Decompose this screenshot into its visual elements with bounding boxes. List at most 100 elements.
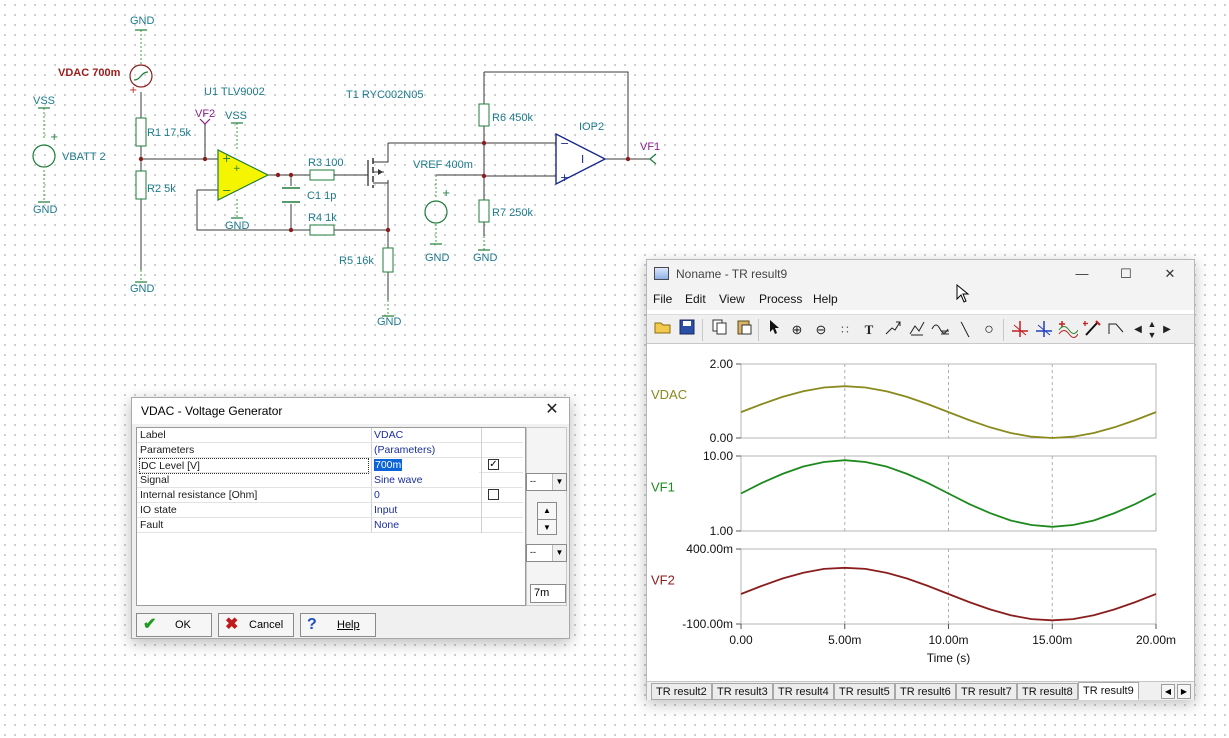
label-c1: C1 1p — [307, 190, 336, 202]
mosfet-t1[interactable] — [367, 143, 389, 188]
prop-value[interactable]: VDAC — [371, 428, 479, 442]
prop-key: Fault — [140, 519, 164, 531]
nav-up-icon[interactable]: ▲ — [1147, 319, 1157, 329]
dc-level-checkbox[interactable]: ✓ — [488, 459, 499, 470]
pointer-icon[interactable] — [763, 319, 785, 341]
nav-left-icon[interactable]: ◀ — [1134, 324, 1142, 335]
text-tool-icon[interactable]: T — [864, 322, 874, 337]
prop-value[interactable]: 0 — [371, 488, 479, 502]
tab-tr-result4[interactable]: TR result4 — [773, 683, 834, 700]
side-combo-top[interactable]: -- ▼ — [526, 473, 567, 491]
graph-window: Noname - TR result9 — ☐ ✕ File Edit View… — [646, 259, 1195, 700]
toolbar-separator — [1003, 319, 1004, 341]
tab-tr-result8[interactable]: TR result8 — [1017, 683, 1078, 700]
capacitor-c1[interactable] — [282, 187, 300, 203]
prop-check-cell — [481, 428, 505, 443]
menu-help[interactable]: Help — [813, 292, 838, 306]
opamp-u1[interactable]: + − + — [217, 149, 270, 201]
probe-icon[interactable] — [1081, 319, 1103, 341]
cursor-b-icon[interactable] — [1033, 319, 1055, 341]
side-spinner[interactable]: ▲ ▼ — [537, 502, 557, 535]
zoom-in-icon[interactable]: ⊕ — [791, 322, 803, 337]
help-button-label: Help — [337, 619, 360, 631]
waveform-label-icon[interactable] — [930, 319, 952, 341]
tab-tr-result5[interactable]: TR result5 — [834, 683, 895, 700]
prop-row-label[interactable]: Label VDAC — [137, 428, 523, 443]
tab-scroll-left-icon[interactable]: ◀ — [1161, 684, 1175, 699]
add-curve-icon[interactable] — [1057, 319, 1079, 341]
curve-tool-icon[interactable] — [882, 319, 904, 341]
menu-file[interactable]: File — [653, 292, 673, 306]
tab-tr-result7[interactable]: TR result7 — [956, 683, 1017, 700]
tab-tr-result3[interactable]: TR result3 — [712, 683, 773, 700]
spin-up-icon[interactable]: ▲ — [543, 506, 551, 515]
mouse-cursor-icon — [956, 284, 970, 303]
dialog-title-bar[interactable]: VDAC - Voltage Generator ✕ — [132, 398, 569, 424]
grid-dots-icon[interactable]: ∷ — [841, 323, 849, 337]
vref-source[interactable]: + — [424, 188, 450, 224]
menu-edit[interactable]: Edit — [685, 292, 706, 306]
series-line-vf2 — [740, 566, 1157, 622]
label-r5: R5 16k — [339, 255, 374, 267]
prop-row-fault[interactable]: Fault None — [137, 518, 523, 533]
dc-level-input[interactable]: 700m — [371, 458, 479, 473]
save-icon[interactable] — [676, 319, 698, 341]
open-folder-icon[interactable] — [652, 319, 674, 341]
paste-icon[interactable] — [733, 319, 755, 341]
prop-row-dc-level[interactable]: DC Level [V] 700m ✓ — [137, 458, 523, 474]
resistors[interactable] — [135, 103, 490, 273]
minimize-icon[interactable]: — — [1075, 266, 1089, 281]
transient-chart[interactable]: 2.000.00VDAC10.001.00VF1400.00m-100.00mV… — [647, 346, 1194, 682]
spin-down-icon[interactable]: ▼ — [538, 519, 556, 535]
help-button[interactable]: ? Help — [300, 613, 376, 637]
step-response-icon[interactable] — [1105, 319, 1127, 341]
x-tick-label: 5.00m — [828, 633, 861, 647]
vdac-source[interactable]: + — [129, 64, 153, 96]
prop-row-io-state[interactable]: IO state Input — [137, 503, 523, 518]
tab-tr-result9[interactable]: TR result9 — [1078, 682, 1139, 700]
property-table: Label VDAC Parameters (Parameters) DC Le… — [136, 427, 526, 606]
dialog-side-panel: -- ▼ ▲ ▼ -- ▼ 7m — [526, 427, 567, 606]
tab-scroll-right-icon[interactable]: ▶ — [1177, 684, 1191, 699]
tab-tr-result6[interactable]: TR result6 — [895, 683, 956, 700]
opamp-iop2[interactable]: − + I — [555, 132, 607, 186]
zoom-out-icon[interactable]: ⊖ — [815, 322, 827, 337]
menu-view[interactable]: View — [719, 292, 745, 306]
curve-fit-icon[interactable] — [906, 319, 928, 341]
prop-row-signal[interactable]: Signal Sine wave — [137, 473, 523, 488]
nav-right-icon[interactable]: ▶ — [1163, 324, 1171, 335]
prop-value[interactable]: None — [371, 518, 479, 532]
ok-button[interactable]: ✔ OK — [136, 613, 212, 637]
line-tool-icon[interactable]: ╲ — [961, 322, 969, 337]
prop-row-parameters[interactable]: Parameters (Parameters) — [137, 443, 523, 458]
graph-title-bar[interactable]: Noname - TR result9 — ☐ ✕ — [647, 260, 1194, 288]
cancel-button[interactable]: ✖ Cancel — [218, 613, 294, 637]
nav-down-icon[interactable]: ▼ — [1147, 330, 1157, 340]
cursor-a-icon[interactable] — [1009, 319, 1031, 341]
y-tick-label: -100.00m — [682, 617, 733, 631]
nav-updown-icon[interactable]: ▲ ▼ — [1145, 319, 1159, 341]
circle-tool-icon[interactable]: ○ — [984, 321, 994, 338]
menu-process[interactable]: Process — [759, 292, 803, 306]
maximize-icon[interactable]: ☐ — [1120, 266, 1132, 281]
prop-value[interactable]: (Parameters) — [371, 443, 479, 457]
prop-value[interactable]: Input — [371, 503, 479, 517]
x-tick-label: 10.00m — [928, 633, 968, 647]
prop-row-internal-resistance[interactable]: Internal resistance [Ohm] 0 — [137, 488, 523, 503]
side-value-field[interactable]: 7m — [530, 584, 566, 603]
side-combo-bottom[interactable]: -- ▼ — [526, 544, 567, 562]
side-combo-bottom-value: -- — [530, 547, 536, 557]
dialog-close-icon[interactable]: ✕ — [545, 401, 559, 418]
vbatt-source[interactable]: + — [32, 132, 58, 168]
close-icon[interactable]: ✕ — [1164, 266, 1176, 281]
label-u1: U1 TLV9002 — [204, 86, 265, 98]
svg-text:+: + — [222, 152, 231, 165]
internal-resistance-checkbox[interactable] — [488, 489, 499, 500]
copy-icon[interactable] — [709, 319, 731, 341]
tab-tr-result2[interactable]: TR result2 — [651, 683, 712, 700]
prop-check-cell — [481, 488, 505, 503]
prop-value[interactable]: Sine wave — [371, 473, 479, 487]
series-line-vdac — [740, 385, 1157, 439]
